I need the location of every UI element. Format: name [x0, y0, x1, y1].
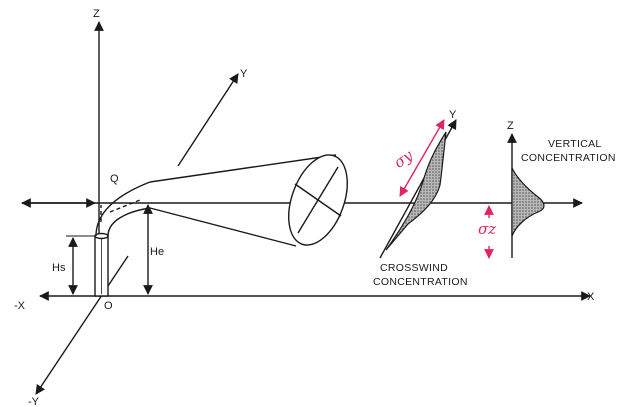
z-axis-label: Z	[93, 8, 100, 20]
origin-label: O	[104, 300, 113, 312]
hs-label: Hs	[52, 262, 66, 274]
crosswind-caption-line1: CROSSWIND	[380, 262, 449, 274]
vertical-curve	[511, 167, 545, 237]
y-axis-arrow	[177, 73, 239, 167]
plume-cone	[149, 154, 348, 247]
y-axis-label: Y	[240, 68, 248, 80]
crosswind-caption-line2: CONCENTRATION	[373, 276, 468, 288]
q-label: Q	[110, 173, 119, 185]
neg-y-axis	[35, 255, 129, 395]
crosswind-curve	[385, 131, 447, 251]
crosswind-axis-label: Y	[449, 109, 457, 121]
sigma-y-arrow	[399, 119, 445, 197]
sigma-z-label: σz	[478, 220, 497, 238]
stack	[94, 232, 109, 297]
neg-x-axis-label: -X	[14, 300, 25, 312]
vertical-caption-line1: VERTICAL	[548, 138, 602, 150]
x-axis-label: X	[587, 291, 595, 303]
vertical-axis-label: Z	[507, 120, 514, 132]
he-label: He	[150, 246, 165, 258]
vertical-caption-line2: CONCENTRATION	[521, 152, 616, 164]
plume-rise	[95, 181, 151, 237]
neg-y-axis-label: -Y	[28, 396, 39, 407]
